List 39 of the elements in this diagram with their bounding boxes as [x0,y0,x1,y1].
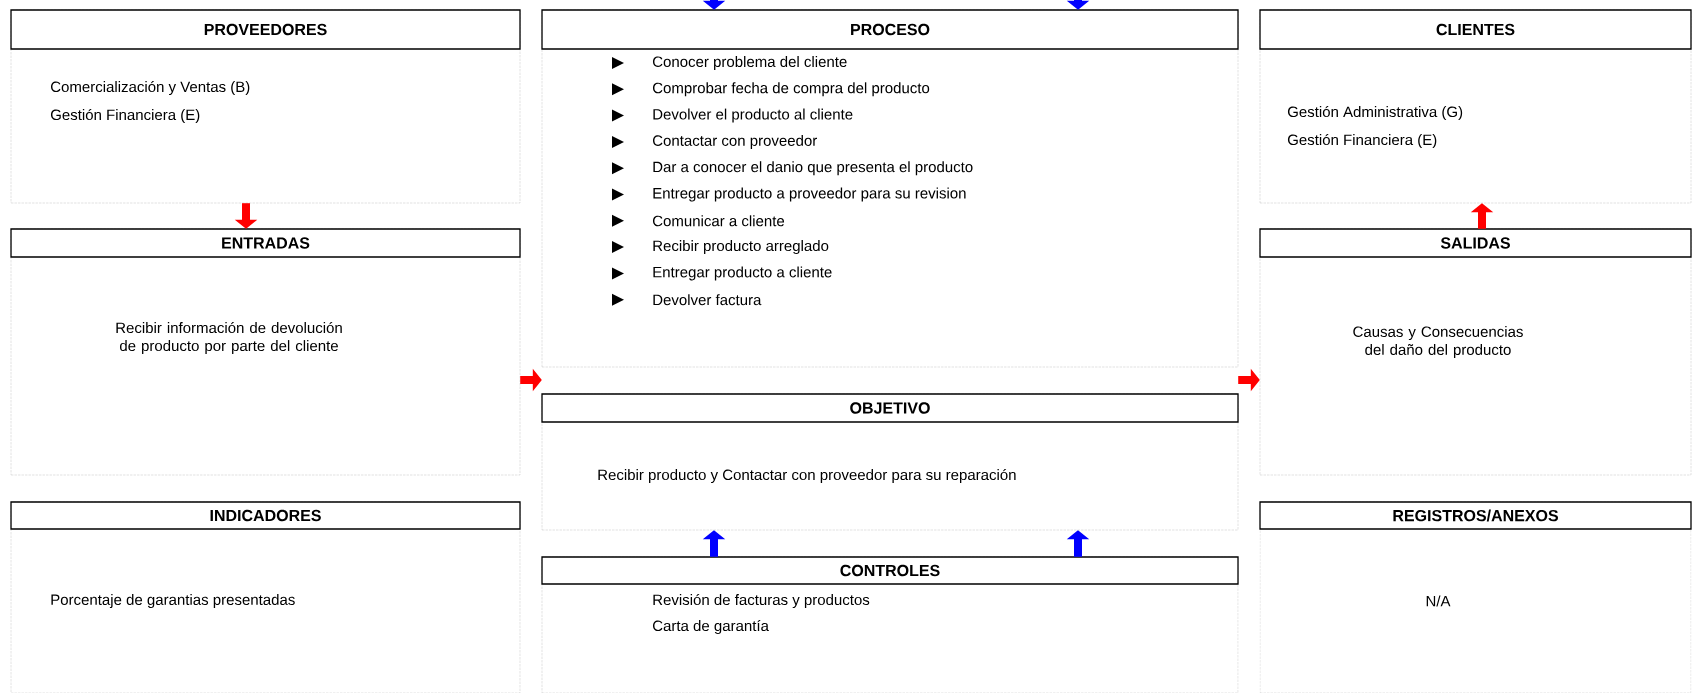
panel [541,393,1239,531]
header-bar: CONTROLES [541,556,1239,585]
list-item: Devolver factura [653,294,762,306]
list-item: Contactar con proveedor [653,134,817,149]
header-bar: PROCESO [541,9,1239,50]
panel [10,228,521,476]
body-text: Gestión Financiera (E) [50,108,200,124]
header-bar: ENTRADAS [10,228,521,258]
body-text: Carta de garantía [653,619,769,635]
body-text: Recibir producto y Contactar con proveedor para su reparación [598,468,1016,484]
list-item: Devolver el producto al cliente [653,108,853,123]
panel [1259,9,1692,204]
header-bar: INDICADORES [10,501,521,530]
body-text: Gestión Financiera (E) [1287,133,1437,149]
list-item: Comprobar fecha de compra del producto [653,82,930,97]
body-text: Causas y Consecuencias del daño del producto [1353,326,1523,358]
body-text: Porcentaje de garantias presentadas [51,594,295,608]
list-item: Conocer problema del cliente [653,56,847,70]
header-bar: CLIENTES [1259,9,1692,50]
body-text: Comercialización y Ventas (B) [51,80,250,96]
body-text: Revisión de facturas y productos [653,593,870,609]
list-item: Recibir producto arreglado [653,240,829,255]
body-text: Gestión Administrativa (G) [1287,105,1463,121]
panel [1259,501,1692,693]
body-text: Recibir información de devolución de producto por parte del cliente [116,321,342,355]
header-bar: PROVEEDORES [10,9,521,50]
panel [541,556,1239,693]
list-item: Comunicar a cliente [653,215,785,227]
header-bar: REGISTROS/ANEXOS [1259,501,1692,530]
panel [10,9,521,204]
panel [541,9,1239,368]
list-item: Entregar producto a cliente [653,266,832,281]
panel [1259,228,1692,476]
header-bar: OBJETIVO [541,393,1239,423]
body-text: N/A [1426,595,1451,607]
list-item: Entregar producto a proveedor para su revision [653,187,966,202]
list-item: Dar a conocer el danio que presenta el producto [653,161,973,176]
panel [10,501,521,693]
header-bar: SALIDAS [1259,228,1692,258]
